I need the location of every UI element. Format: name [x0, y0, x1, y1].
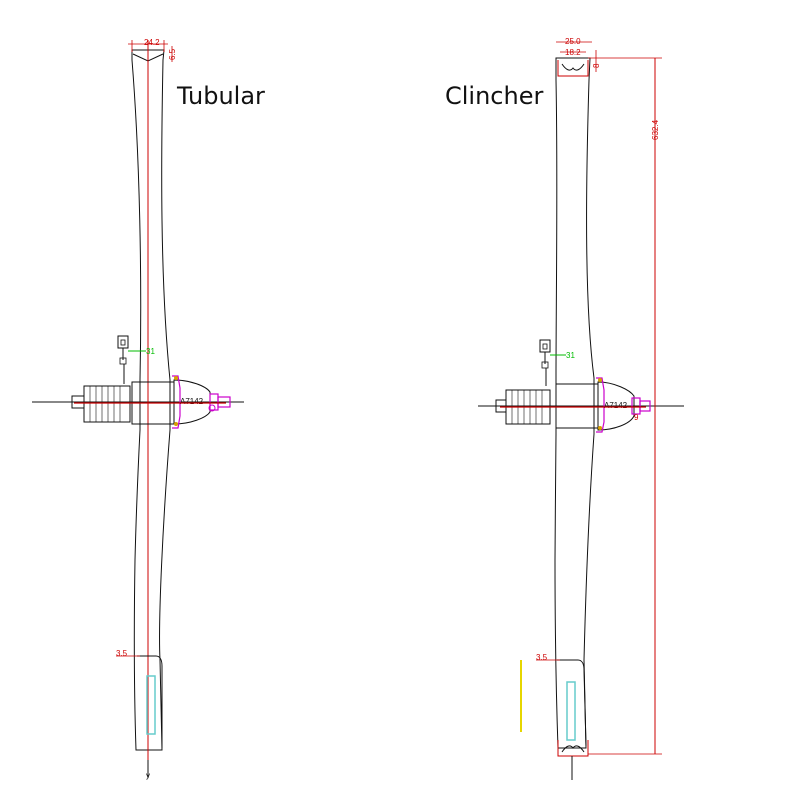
clincher-valve-box	[539, 339, 551, 353]
tubular-valve-box	[117, 335, 129, 349]
tubular-endcap	[217, 396, 231, 408]
clincher-rim-bed	[561, 63, 585, 71]
clincher-hub-flange	[596, 377, 605, 433]
clincher-height-dim: 632.4	[651, 119, 660, 140]
clincher-wheel: 25.0 18.2 8 632.4	[478, 37, 684, 780]
tubular-cassette	[83, 385, 131, 423]
tubular-hub-text: A7142	[180, 397, 204, 406]
clincher-rim-width-dim: 25.0	[565, 37, 581, 46]
tubular-green-dim: 31	[146, 347, 155, 356]
clincher-hub-dim: 9	[634, 413, 639, 422]
tubular-wheel: 24.2 6.5 A7142	[32, 38, 244, 780]
clincher-label: Clincher	[445, 82, 544, 110]
tubular-axis-label: y	[146, 771, 150, 780]
tubular-rim-width-dim: 24.2	[144, 38, 160, 47]
clincher-offset-dim: 3.5	[536, 653, 548, 662]
clincher-inner-width-dim: 18.2	[565, 48, 581, 57]
clincher-green-dim: 31	[566, 351, 575, 360]
tubular-cyan-section	[146, 675, 156, 735]
tubular-offset-dim: 3.5	[116, 649, 128, 658]
tubular-label: Tubular	[177, 82, 265, 110]
clincher-rim-depth-dim: 8	[592, 63, 601, 68]
clincher-cyan-section	[566, 681, 576, 741]
clincher-rim-outline	[554, 57, 595, 749]
tubular-rim-depth-dim: 6.5	[168, 48, 177, 60]
clincher-hub-text: A7142	[604, 401, 628, 410]
tubular-rim-outline	[131, 49, 171, 751]
clincher-endcap	[639, 400, 651, 412]
tubular-hub-flange	[172, 375, 181, 429]
